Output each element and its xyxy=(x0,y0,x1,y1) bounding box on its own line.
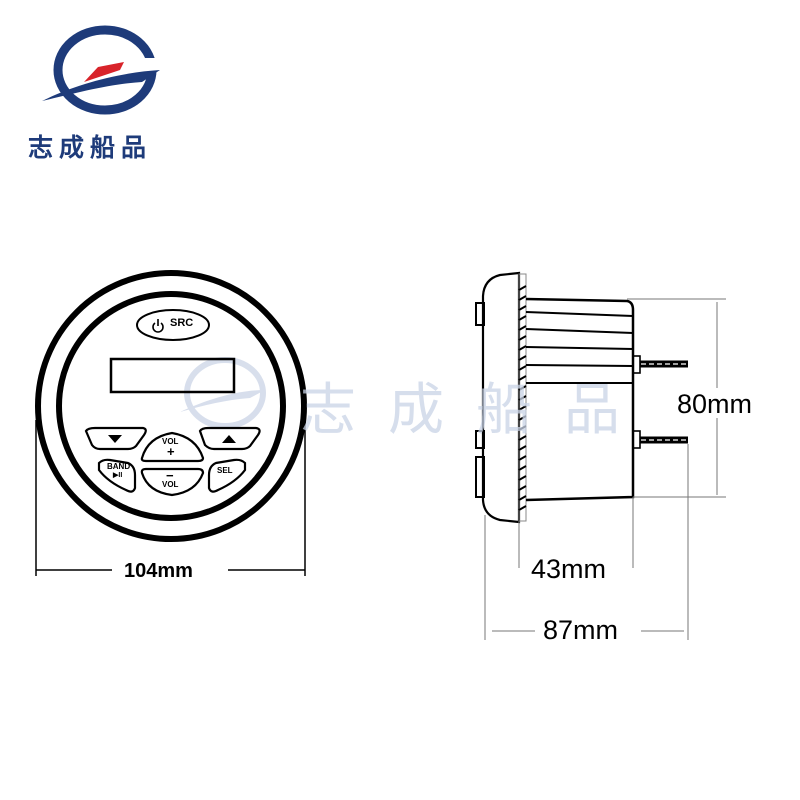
up-arrow-icon xyxy=(222,435,236,443)
width-dimension-label: 104mm xyxy=(124,560,193,582)
src-label: SRC xyxy=(170,317,194,329)
play-pause-icon: ▶II xyxy=(113,472,123,479)
up-button xyxy=(198,426,261,451)
vol-up-symbol: + xyxy=(167,444,175,459)
down-arrow-icon xyxy=(108,435,122,443)
brand-name: 志成船品 xyxy=(28,133,153,162)
lcd-display xyxy=(109,357,236,394)
sel-label: SEL xyxy=(217,466,233,475)
vol-up-label: VOL xyxy=(162,437,179,446)
src-button xyxy=(136,309,210,341)
logo-icon xyxy=(42,25,160,115)
vol-down-symbol: − xyxy=(166,468,174,483)
sel-button xyxy=(207,458,247,493)
side-view xyxy=(475,271,726,640)
height-dimension-label: 80mm xyxy=(677,389,753,419)
band-button xyxy=(97,458,137,493)
vol-up-button xyxy=(140,431,205,463)
front-view xyxy=(35,270,307,576)
vol-down-button xyxy=(140,467,205,497)
power-icon xyxy=(152,319,164,333)
watermark-text: 志成船品 xyxy=(300,378,652,443)
down-button xyxy=(84,426,147,451)
total-depth-dimension-label: 87mm xyxy=(543,615,619,645)
vol-down-label: VOL xyxy=(162,480,179,489)
band-label: BAND xyxy=(107,462,131,471)
body-depth-dimension-label: 43mm xyxy=(531,554,607,584)
